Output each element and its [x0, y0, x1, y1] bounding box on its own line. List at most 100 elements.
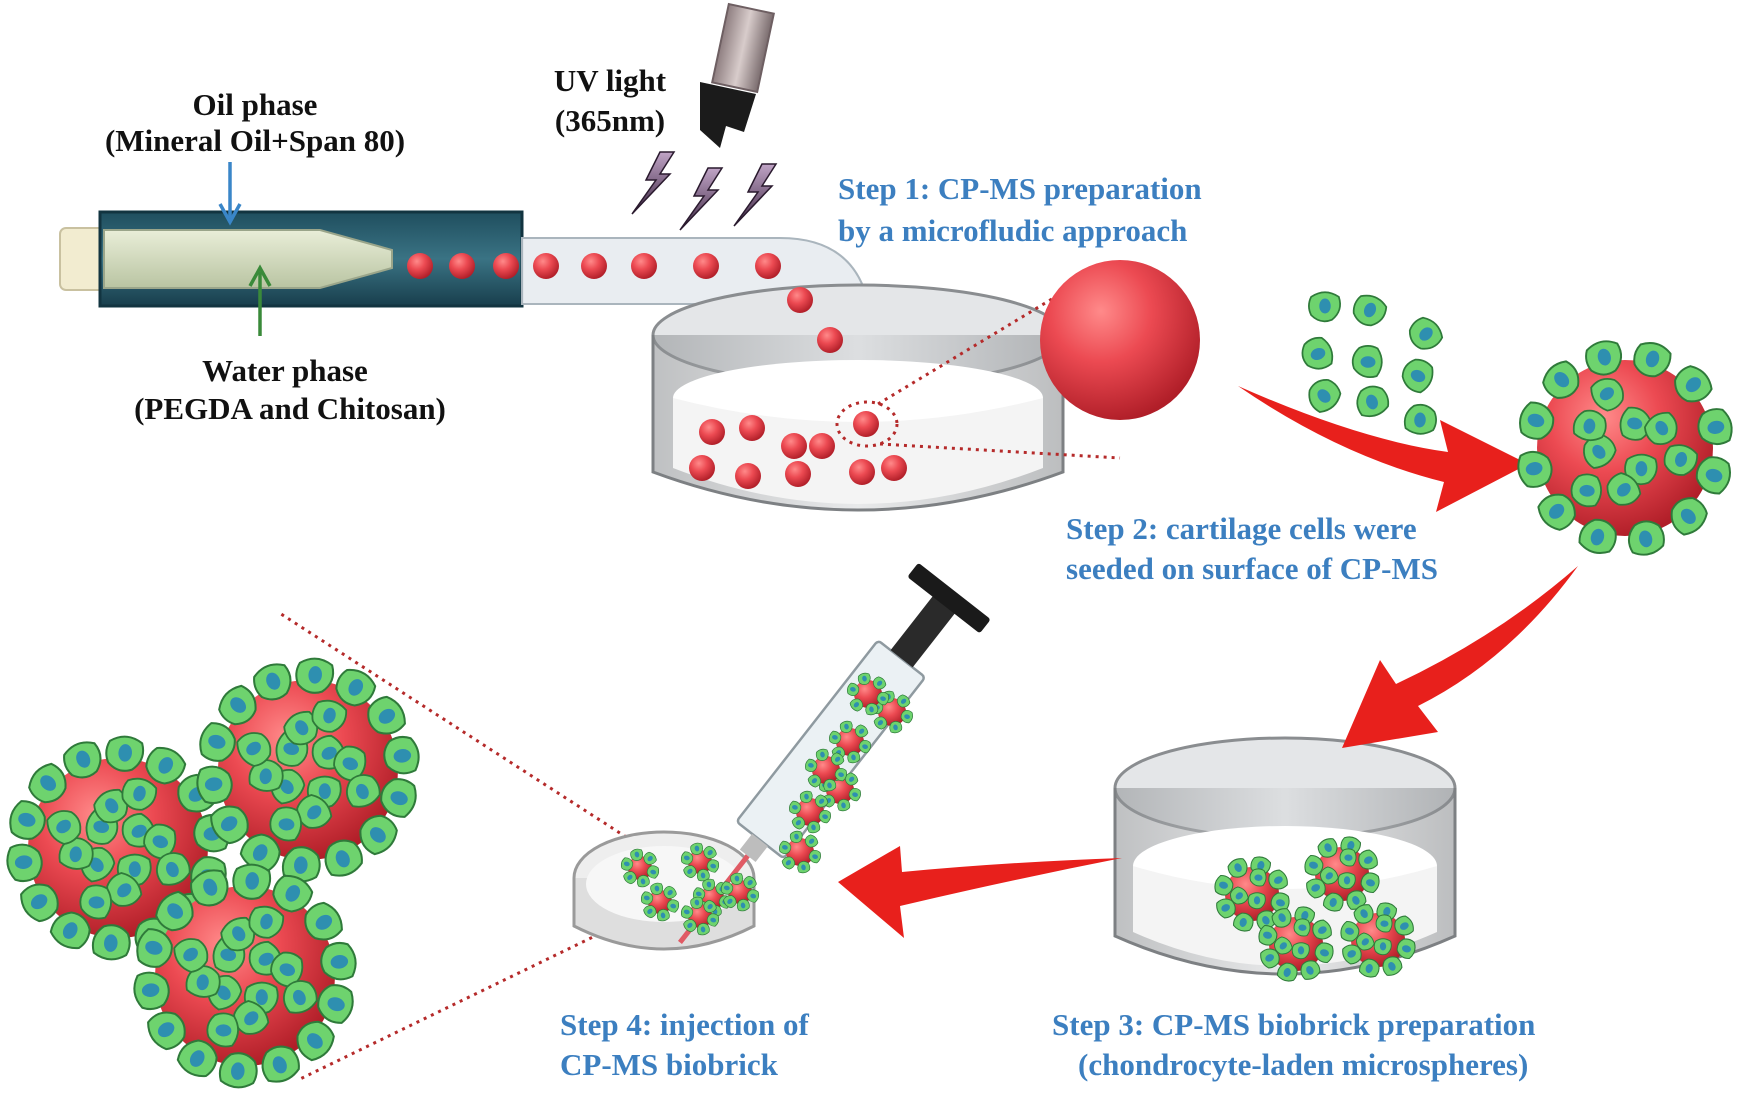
chondrocyte-cell-icon [261, 1045, 300, 1083]
chondrocyte-cell-icon [805, 758, 818, 773]
chondrocyte-cell-icon [236, 732, 272, 767]
step3-line1: Step 3: CP-MS biobrick preparation [1052, 1007, 1536, 1042]
chondrocyte-cell-icon [1214, 874, 1234, 896]
chondrocyte-cell-icon [1258, 924, 1278, 946]
chondrocyte-cell-icon [311, 699, 348, 733]
step1-line1: Step 1: CP-MS preparation [838, 171, 1202, 206]
chondrocyte-cell-icon [6, 843, 43, 883]
chondrocyte-cell-icon [333, 745, 367, 782]
arrow-step3-to-step4 [838, 846, 1122, 938]
chondrocyte-cell-icon [1358, 958, 1380, 978]
chondrocyte-cell-icon [296, 794, 333, 829]
chondrocyte-cell-icon [680, 905, 694, 919]
chondrocyte-cell-icon [210, 805, 249, 845]
chondrocyte-cell-icon [1268, 869, 1288, 890]
chondrocyte-cell-icon [847, 682, 860, 697]
chondrocyte-cell-icon [696, 923, 710, 936]
microsphere-icon [407, 253, 433, 279]
chondrocyte-cell-icon [706, 913, 720, 927]
chondrocyte-cell-icon [1293, 918, 1311, 937]
chondrocyte-cell-icon [317, 984, 354, 1024]
chondrocyte-cell-icon [143, 823, 177, 860]
microsphere-icon [631, 253, 657, 279]
chondrocyte-cell-icon [1360, 872, 1380, 894]
chondrocyte-cell-icon [814, 794, 829, 808]
chondrocyte-cell-icon [683, 919, 697, 933]
chondrocyte-cell-icon [1670, 497, 1708, 536]
chondrocyte-cell-icon [1273, 936, 1293, 955]
chondrocyte-cell-icon [847, 751, 861, 764]
chondrocyte-cell-icon [1633, 342, 1672, 378]
chondrocyte-cell-icon [1627, 520, 1665, 556]
chondrocyte-cell-icon [1249, 868, 1267, 887]
chondrocyte-cell-icon [105, 735, 145, 772]
chondrocyte-cell-icon [63, 741, 102, 779]
chondrocyte-cell-icon [1308, 379, 1342, 413]
chondrocyte-cell-icon [1394, 915, 1414, 936]
chondrocyte-cell-icon [789, 830, 803, 843]
chondrocyte-cell-icon [837, 799, 851, 812]
chondrocyte-cell-icon [136, 928, 173, 968]
chondrocyte-cell-icon [283, 980, 318, 1014]
chondrocyte-cell-icon [1590, 377, 1624, 412]
chondrocyte-cell-icon [253, 663, 292, 701]
chondrocyte-cell-icon [1408, 316, 1444, 350]
chondrocyte-cell-icon [248, 759, 284, 792]
chondrocyte-cell-icon [746, 889, 760, 903]
chondrocyte-cell-icon [702, 878, 716, 891]
chondrocyte-cell-icon [1519, 401, 1555, 440]
chondrocyte-cell-icon [295, 657, 335, 694]
chondrocyte-cell-icon [690, 896, 704, 909]
step2-line2: seeded on surface of CP-MS [1066, 551, 1438, 586]
microsphere-icon [699, 419, 725, 445]
chondrocyte-cell-icon [1517, 450, 1553, 488]
chondrocyte-cell-icon [106, 872, 143, 907]
chondrocyte-cell-icon [839, 720, 853, 733]
arrow-step1-to-step2 [1238, 386, 1528, 512]
oil-phase-arrow-head [218, 203, 242, 226]
chondrocyte-cell-icon [1401, 358, 1434, 394]
chondrocyte-cell-icon [807, 821, 821, 834]
chondrocyte-cell-icon [873, 716, 888, 730]
microsphere-icon [849, 459, 875, 485]
chondrocyte-cell-icon [646, 865, 660, 879]
chondrocyte-cell-icon [889, 721, 903, 734]
chondrocyte-cell-icon [324, 839, 363, 877]
microsphere-icon [581, 253, 607, 279]
chondrocyte-cell-icon [1396, 938, 1416, 960]
chondrocyte-cell-icon [1585, 340, 1623, 376]
chondrocyte-cell-icon [1663, 444, 1698, 476]
microsphere-icon [809, 433, 835, 459]
chondrocyte-cell-icon [857, 672, 871, 685]
microsphere-icon [755, 253, 781, 279]
microsphere-icon [735, 463, 761, 489]
step4-line2: CP-MS biobrick [560, 1047, 778, 1082]
chondrocyte-cell-icon [730, 872, 744, 885]
chondrocyte-cell-icon [248, 905, 285, 939]
chondrocyte-cell-icon [630, 848, 644, 861]
chondrocyte-cell-icon [1216, 898, 1236, 919]
chondrocyte-cell-icon [807, 774, 822, 788]
chondrocyte-cell-icon [623, 871, 637, 885]
chondrocyte-cell-icon [1304, 854, 1324, 876]
chondrocyte-cell-icon [781, 856, 796, 870]
uv-lamp-icon [700, 2, 775, 148]
chondrocyte-cell-icon [797, 861, 811, 874]
chondrocyte-cell-icon [91, 924, 131, 961]
chondrocyte-cell-icon [703, 899, 717, 913]
chondrocyte-cell-icon [1697, 408, 1733, 446]
chondrocyte-cell-icon [1351, 345, 1383, 379]
chondrocyte-cell-icon [383, 735, 420, 775]
chondrocyte-cell-icon [380, 778, 417, 818]
microsphere-icon [785, 461, 811, 487]
uv-light-title: UV light [553, 63, 667, 98]
chondrocyte-cell-icon [359, 814, 398, 856]
chondrocyte-cell-icon [93, 788, 129, 824]
chondrocyte-cell-icon [865, 703, 879, 716]
chondrocyte-cell-icon [815, 748, 829, 761]
chondrocyte-cell-icon [666, 899, 680, 913]
chondrocyte-cell-icon [1339, 848, 1357, 867]
chondrocyte-cell-icon [269, 806, 302, 842]
chondrocyte-cell-icon [173, 938, 209, 973]
chondrocyte-cell-icon [1606, 472, 1642, 506]
